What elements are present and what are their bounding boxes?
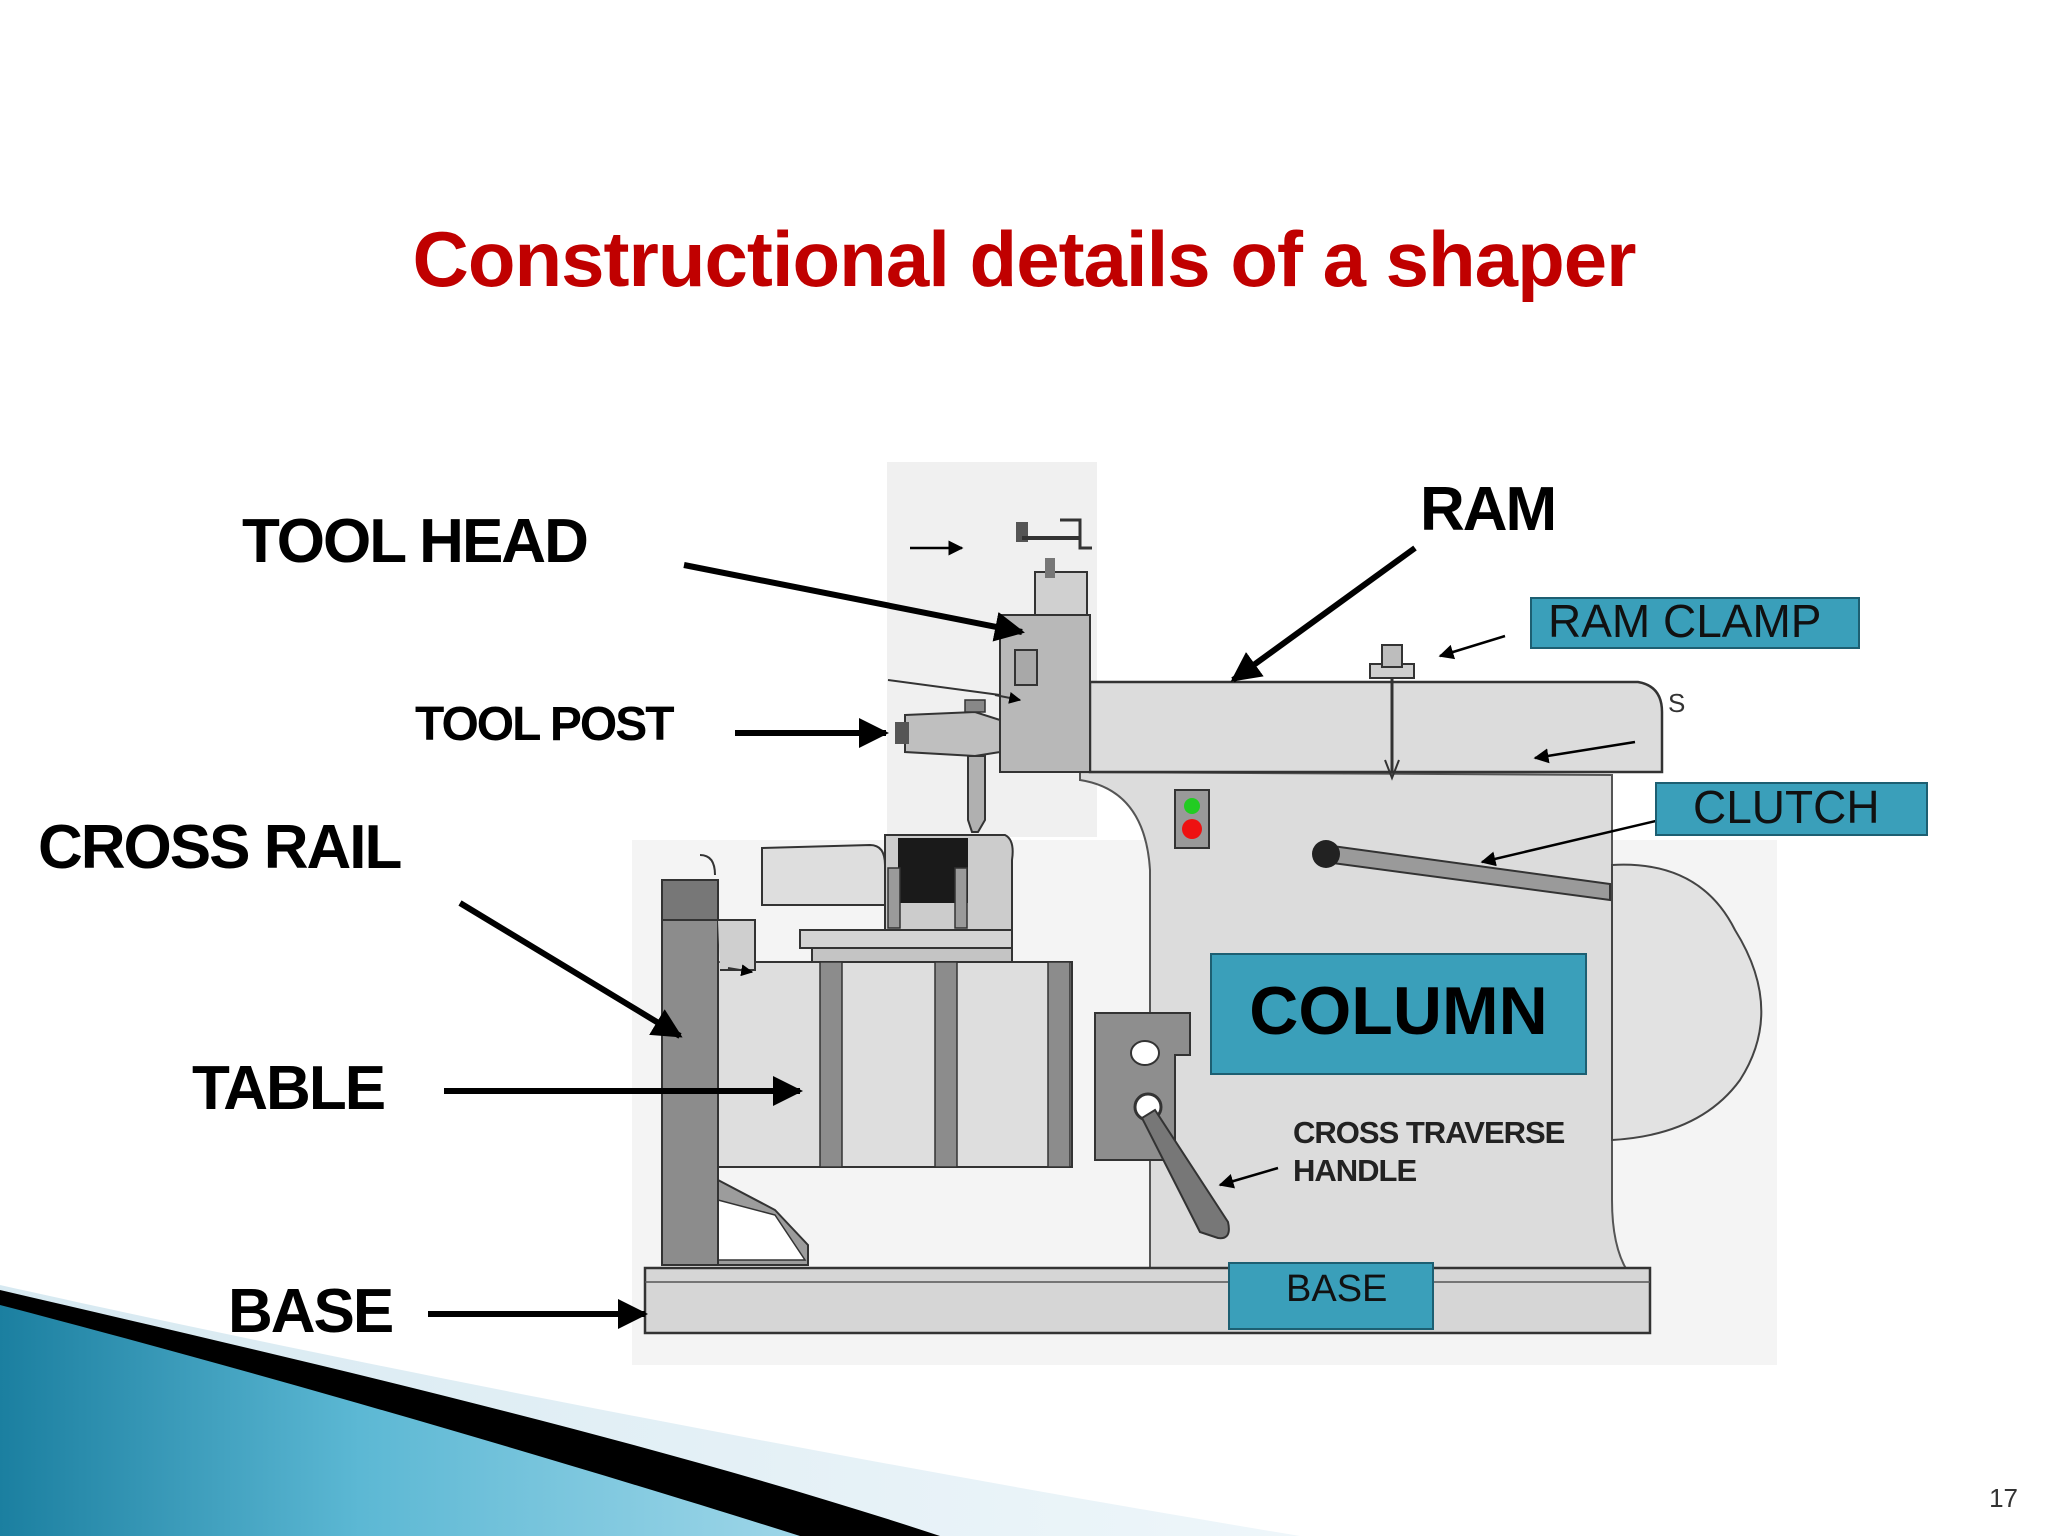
corner-decoration xyxy=(0,1285,1300,1536)
handle-pointer xyxy=(1218,1166,1279,1189)
ram-label: RAM xyxy=(1420,475,1557,544)
table-label: TABLE xyxy=(192,1054,386,1123)
cross-traverse-handle-line-2: HANDLE xyxy=(1293,1153,1417,1188)
cross-traverse-handle-line-1: CROSS TRAVERSE xyxy=(1293,1115,1565,1150)
clutch-box: CLUTCH xyxy=(1655,782,1928,836)
tool-head-label: TOOL HEAD xyxy=(242,507,589,576)
tool-post-body xyxy=(895,699,1001,833)
indicator-red xyxy=(1182,819,1202,839)
tool-head-arrow xyxy=(683,562,1025,642)
cross-rail-label: CROSS RAIL xyxy=(38,813,402,882)
indicator-green xyxy=(1184,798,1200,814)
ram-arrow xyxy=(1230,545,1417,683)
ram-stroke-pointer xyxy=(1533,740,1636,764)
clutch-lever xyxy=(1312,840,1611,902)
page-number: 17 xyxy=(1989,1483,2018,1513)
cross-rail-body xyxy=(661,854,809,1266)
ram-clamp-pointer xyxy=(1438,634,1506,660)
table-body xyxy=(717,834,1073,1168)
ram-clamp-bolt xyxy=(1369,644,1415,781)
base-label: BASE xyxy=(228,1277,394,1346)
clutch-pointer xyxy=(1480,818,1661,867)
motor-housing xyxy=(1611,863,1763,1142)
column-box: COLUMN xyxy=(1210,953,1587,1075)
indicator-lights xyxy=(1174,789,1210,849)
cross-traverse-handle-body xyxy=(1094,1012,1230,1240)
cross-traverse-handle-label: CROSS TRAVERSE HANDLE xyxy=(1293,1114,1565,1190)
cross-rail-arrow xyxy=(458,900,683,1039)
ram-body xyxy=(1088,680,1664,774)
ram-letter-s: S xyxy=(1668,688,1685,718)
base-plate xyxy=(643,1266,1652,1335)
tool-post-label: TOOL POST xyxy=(415,698,675,751)
ram-clamp-box: RAM CLAMP xyxy=(1530,597,1860,649)
base-box: BASE xyxy=(1228,1262,1434,1330)
tool-head-body xyxy=(887,518,1092,773)
slide-title: Constructional details of a shaper xyxy=(412,215,1637,303)
